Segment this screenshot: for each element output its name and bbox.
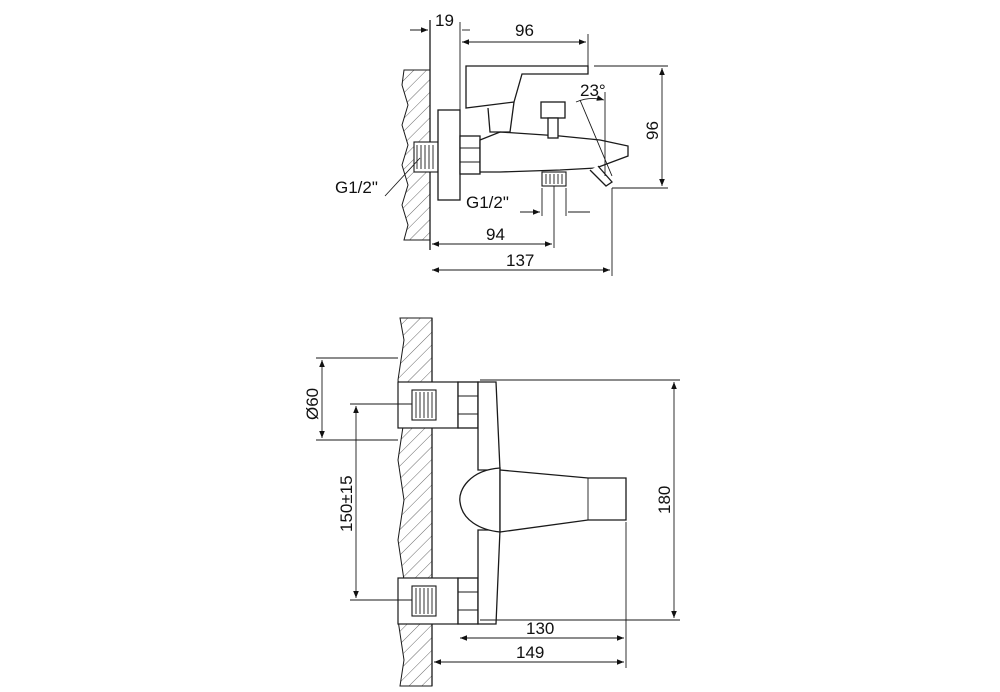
dim-center-distance: 150±15 bbox=[337, 403, 412, 601]
dim-wall-offset: 19 bbox=[410, 11, 470, 110]
side-view-handle bbox=[465, 65, 589, 109]
dim-height-label: 96 bbox=[643, 121, 662, 140]
dim-total-depth-side: 137 bbox=[432, 188, 613, 276]
dim-handle-length: 96 bbox=[462, 21, 589, 66]
thread-inlet: G1/2" bbox=[335, 157, 421, 197]
dim-total-height: 180 bbox=[480, 379, 680, 621]
thread-outlet: G1/2" bbox=[466, 188, 590, 216]
front-view-spout bbox=[499, 469, 627, 533]
dim-flange-diameter: Ø60 bbox=[303, 357, 398, 441]
dim-total-depth-front-label: 149 bbox=[516, 643, 544, 662]
side-view-diverter bbox=[540, 101, 566, 139]
dim-spout-depth: 130 bbox=[460, 522, 627, 644]
front-view: Ø60 150±15 180 130 149 bbox=[303, 317, 680, 687]
dim-outlet-distance: 94 bbox=[432, 186, 555, 248]
dim-center-distance-label: 150±15 bbox=[337, 475, 356, 532]
thread-outlet-label: G1/2" bbox=[466, 193, 509, 212]
dim-handle-length-label: 96 bbox=[515, 21, 534, 40]
side-view-wall bbox=[401, 20, 431, 250]
dim-angle: 23° bbox=[575, 81, 613, 177]
side-view-flange bbox=[437, 109, 461, 201]
dim-outlet-distance-label: 94 bbox=[486, 225, 505, 244]
side-view-inlet-thread bbox=[413, 141, 439, 173]
side-view-body bbox=[479, 131, 629, 173]
thread-inlet-label: G1/2" bbox=[335, 178, 378, 197]
dim-wall-offset-label: 19 bbox=[435, 11, 454, 30]
dim-total-height-label: 180 bbox=[655, 486, 674, 514]
front-view-flange-top bbox=[397, 381, 479, 429]
dim-total-depth-side-label: 137 bbox=[506, 251, 534, 270]
dim-height: 96 bbox=[594, 65, 668, 189]
front-view-wall bbox=[397, 317, 433, 687]
dim-angle-label: 23° bbox=[580, 81, 606, 100]
dim-flange-diameter-label: Ø60 bbox=[303, 388, 322, 420]
dim-total-depth-front: 149 bbox=[434, 643, 627, 668]
front-view-flange-bottom bbox=[397, 577, 479, 625]
side-view: 19 96 23° 96 G1/2" bbox=[335, 11, 668, 276]
dim-spout-depth-label: 130 bbox=[526, 619, 554, 638]
front-view-mixer bbox=[459, 467, 501, 533]
side-view-nut bbox=[459, 135, 481, 175]
side-view-outlet-thread bbox=[541, 171, 567, 187]
